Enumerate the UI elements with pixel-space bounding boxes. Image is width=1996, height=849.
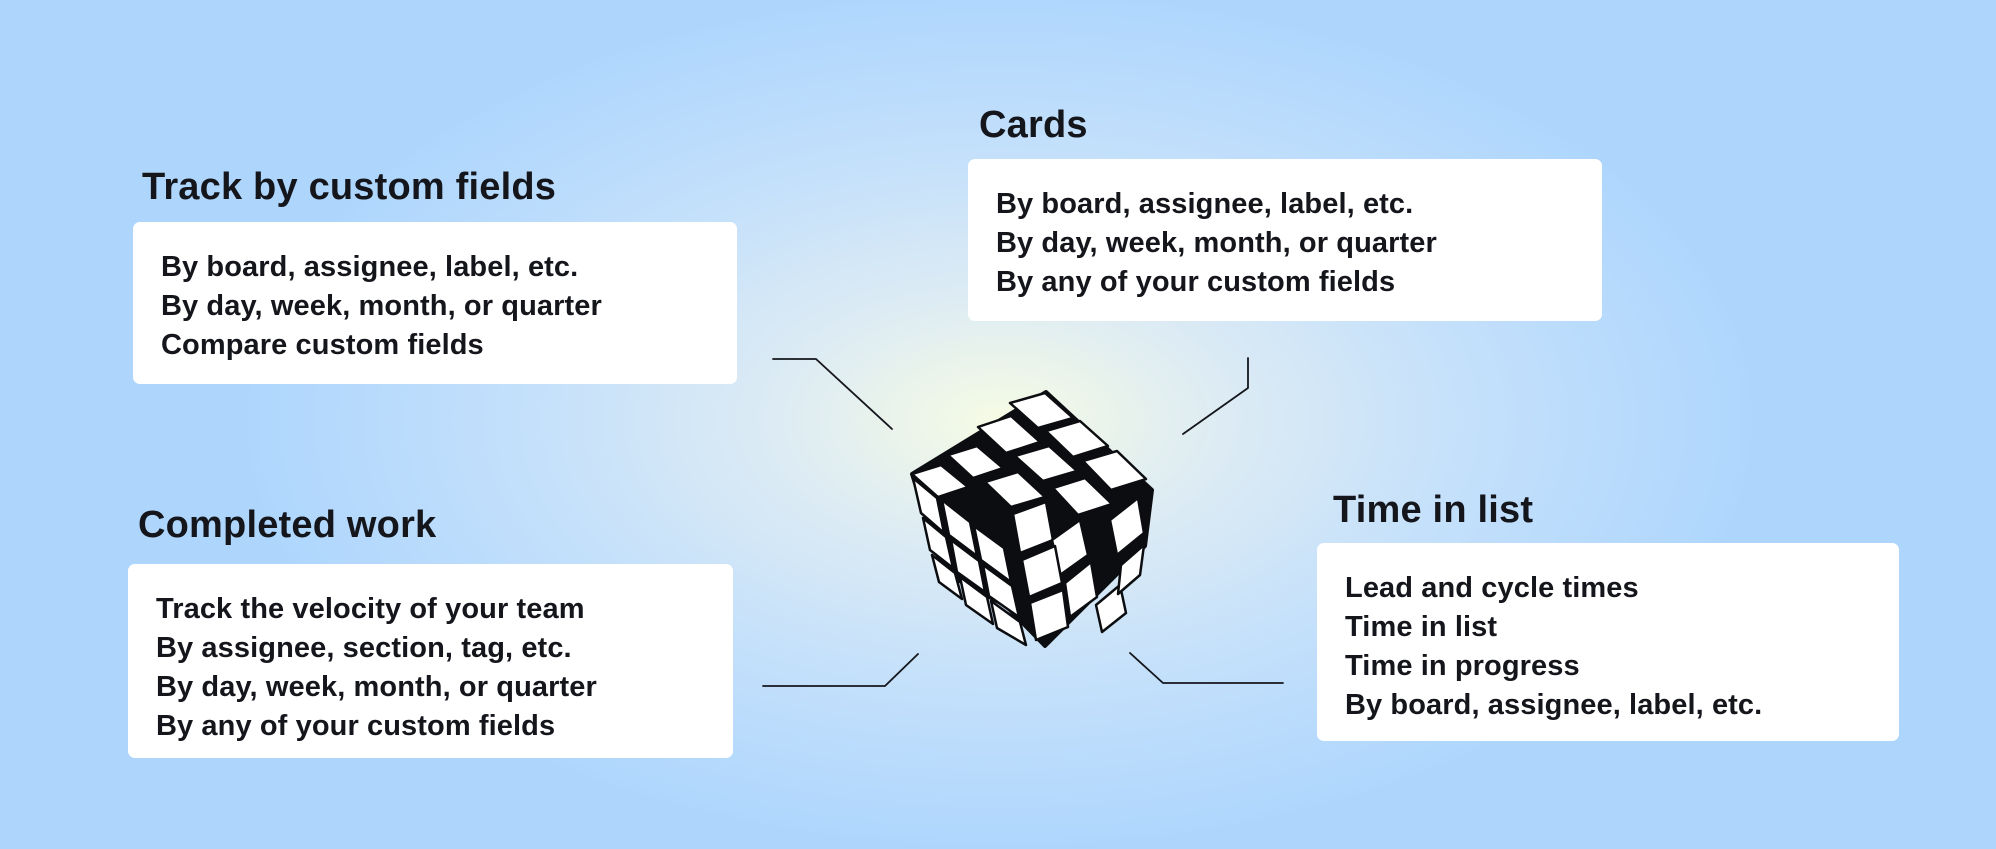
list-item: By board, assignee, label, etc. — [1345, 689, 1763, 721]
list-item: By day, week, month, or quarter — [156, 671, 597, 703]
connector-completed-work — [762, 653, 919, 687]
connector-cards — [1182, 357, 1249, 435]
list-item: By any of your custom fields — [156, 710, 556, 742]
rubiks-cube-icon — [910, 390, 1154, 648]
list-item: By board, assignee, label, etc. — [996, 188, 1414, 220]
time-in-list-card: Lead and cycle times Time in list Time i… — [1317, 543, 1899, 741]
time-in-list-title: Time in list — [1333, 489, 1534, 531]
list-item: Track the velocity of your team — [156, 593, 585, 625]
list-item: Compare custom fields — [161, 329, 484, 361]
list-item: By day, week, month, or quarter — [996, 227, 1437, 259]
completed-work-title: Completed work — [138, 504, 437, 546]
list-item: Time in list — [1345, 611, 1498, 643]
custom-fields-title: Track by custom fields — [142, 166, 557, 208]
list-item: By assignee, section, tag, etc. — [156, 632, 572, 664]
list-item: Time in progress — [1345, 650, 1580, 682]
list-item: By board, assignee, label, etc. — [161, 251, 579, 283]
connector-custom-fields — [772, 358, 893, 430]
cards-card: By board, assignee, label, etc. By day, … — [968, 159, 1602, 321]
connector-time-in-list — [1129, 652, 1284, 684]
list-item: Lead and cycle times — [1345, 572, 1639, 604]
completed-work-card: Track the velocity of your team By assig… — [128, 564, 733, 758]
cards-title: Cards — [979, 104, 1088, 146]
custom-fields-card: By board, assignee, label, etc. By day, … — [133, 222, 737, 384]
list-item: By any of your custom fields — [996, 266, 1396, 298]
list-item: By day, week, month, or quarter — [161, 290, 602, 322]
